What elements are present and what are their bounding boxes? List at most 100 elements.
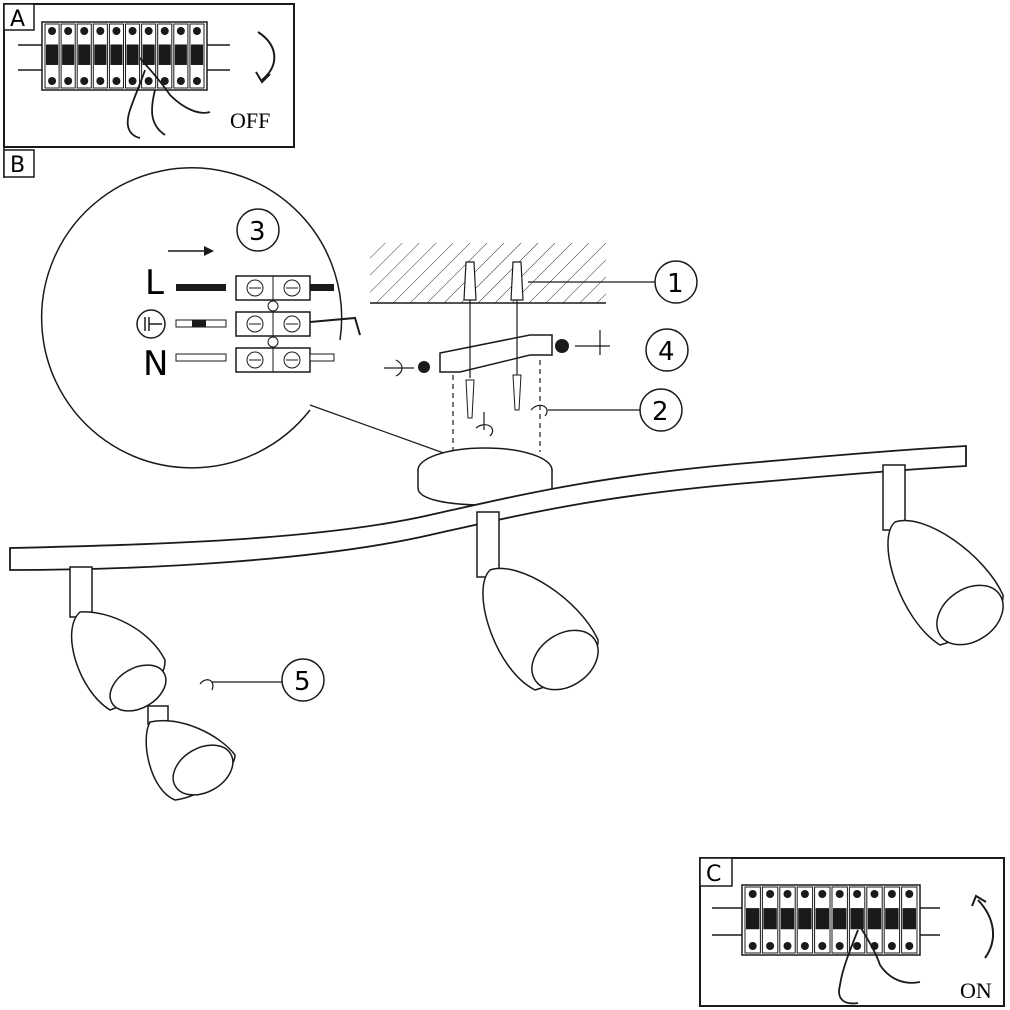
svg-text:4: 4 [658, 337, 675, 367]
live-label: L [145, 263, 164, 303]
screws-ceiling [465, 374, 522, 419]
mounting-bracket [439, 300, 553, 385]
breaker-terminal [128, 77, 137, 85]
breaker-terminal [766, 890, 775, 898]
svg-text:1: 1 [667, 269, 684, 299]
breaker-terminal [748, 942, 757, 950]
breaker-terminal [853, 942, 862, 950]
breaker-bank-c [741, 884, 921, 956]
breaker-switch [780, 908, 795, 930]
spotlight-left [69, 566, 167, 712]
breaker-terminal [176, 27, 185, 35]
breaker-terminal [905, 942, 914, 950]
svg-text:5: 5 [294, 667, 311, 697]
breaker-terminal [64, 77, 73, 85]
off-label: OFF [230, 108, 270, 133]
breaker-terminal [800, 890, 809, 898]
breaker-terminal [192, 27, 201, 35]
panel-b-letter: B [10, 153, 25, 178]
breaker-switch [110, 44, 123, 65]
breaker-switch [94, 44, 107, 65]
breaker-terminal [783, 942, 792, 950]
breaker-terminal [80, 77, 89, 85]
panel-c-letter-box [699, 857, 733, 887]
breaker-switch [46, 44, 59, 65]
svg-text:2: 2 [652, 397, 669, 427]
neutral-wire [175, 353, 227, 362]
breaker-terminal [128, 27, 137, 35]
rotate-icon [475, 412, 494, 437]
breaker-terminal [144, 27, 153, 35]
breaker-terminal [835, 890, 844, 898]
earth-icon [136, 309, 166, 339]
callout-4: 4 [645, 328, 689, 372]
breaker-terminal [64, 27, 73, 35]
guide-lines [452, 360, 541, 452]
callout-2: 2 [548, 388, 683, 432]
breaker-switch [158, 44, 171, 65]
breaker-terminal [96, 27, 105, 35]
breaker-terminal [48, 77, 57, 85]
bulb-gu10 [145, 705, 236, 801]
panel-a-frame [3, 3, 295, 148]
callout-1: 1 [528, 260, 698, 304]
breaker-switch [867, 908, 882, 930]
breaker-switch [142, 44, 155, 65]
breaker-terminal [96, 77, 105, 85]
breaker-switch [885, 908, 899, 930]
breaker-switch [833, 908, 847, 930]
breaker-terminal [160, 77, 169, 85]
ceiling [370, 243, 606, 304]
breaker-terminal [748, 890, 757, 898]
breaker-terminal [48, 27, 57, 35]
breaker-switch [763, 908, 777, 930]
breaker-terminal [835, 942, 844, 950]
breaker-terminal [887, 942, 896, 950]
neutral-label: N [143, 344, 168, 384]
breaker-switch [746, 908, 760, 930]
breaker-terminal [887, 890, 896, 898]
turn-off-arrow-icon [257, 31, 276, 81]
on-label: ON [960, 978, 992, 1003]
breaker-terminal [160, 27, 169, 35]
spotlight-center [476, 511, 599, 691]
breaker-terminal [192, 77, 201, 85]
breaker-terminal [818, 890, 827, 898]
hand-icon [838, 917, 921, 1005]
panel-a: A OFF [3, 3, 295, 148]
turn-on-arrow-icon [977, 899, 995, 959]
breaker-terminal [176, 77, 185, 85]
breaker-switch [78, 44, 91, 65]
breaker-switch [126, 44, 139, 65]
breaker-switch [62, 44, 75, 65]
breaker-terminal [783, 890, 792, 898]
panel-c-frame [699, 857, 1005, 1007]
breaker-terminal [80, 27, 89, 35]
breaker-terminal [870, 890, 879, 898]
breaker-switch [798, 908, 812, 930]
hand-icon [126, 57, 211, 139]
breaker-terminal [112, 77, 121, 85]
wiring-detail: 3 L N [40, 167, 453, 469]
spotlight-right [882, 464, 1004, 646]
breaker-switch [902, 908, 916, 930]
breaker-switch [174, 44, 187, 65]
callout-5: 5 [199, 658, 325, 702]
side-screw-right [555, 330, 610, 355]
breaker-bank-a [41, 21, 208, 91]
panel-a-letter: A [10, 7, 25, 32]
breaker-switch [850, 908, 864, 930]
step-3-number: 3 [249, 217, 266, 247]
panel-c: C ON [699, 857, 1005, 1007]
panel-b-tag: B [3, 147, 35, 178]
breaker-switch [190, 44, 203, 65]
side-screw-left [384, 359, 430, 377]
light-bar [9, 445, 967, 571]
wall-plugs [463, 261, 524, 301]
step-3-badge [236, 208, 280, 252]
terminal-block [235, 275, 311, 373]
breaker-terminal [144, 77, 153, 85]
breaker-terminal [853, 890, 862, 898]
breaker-terminal [818, 942, 827, 950]
